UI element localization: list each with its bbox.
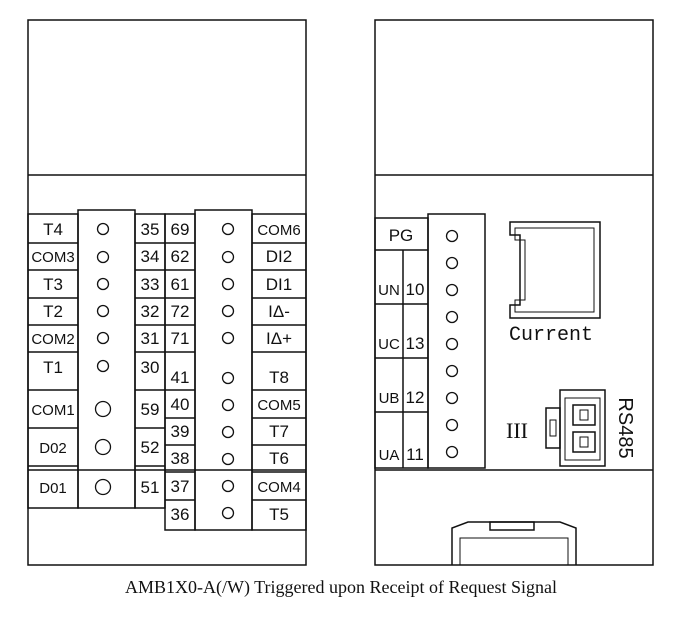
terminal-screw-icon — [94, 478, 112, 496]
right-label: T6 — [269, 449, 289, 468]
terminal-screw-icon — [94, 438, 112, 456]
left-inner-number: 34 — [141, 247, 160, 266]
current-port-icon — [509, 221, 601, 319]
terminal-screw-icon — [221, 250, 235, 264]
right-number: 40 — [171, 395, 190, 414]
left-inner-number: 33 — [141, 275, 160, 294]
left-label: T2 — [43, 302, 63, 321]
right-label: COM5 — [257, 397, 300, 414]
left-label: T1 — [43, 358, 63, 377]
left-inner-number: 59 — [141, 400, 160, 419]
voltage-label: UN — [378, 282, 400, 299]
right-label: T5 — [269, 505, 289, 524]
terminal-screw-icon — [445, 337, 459, 351]
voltage-label: UC — [378, 336, 400, 353]
right-label: T8 — [269, 368, 289, 387]
right-number: 38 — [171, 449, 190, 468]
left-label: COM2 — [31, 331, 74, 348]
terminal-screw-icon — [445, 283, 459, 297]
left-inner-number: 30 — [141, 358, 160, 377]
terminal-screw-icon — [445, 445, 459, 459]
right-number: 37 — [171, 477, 190, 496]
current-label: Current — [509, 324, 593, 347]
terminal-screw-icon — [221, 425, 235, 439]
right-number: 72 — [171, 302, 190, 321]
voltage-number: 10 — [406, 280, 425, 299]
left-screw-strip — [77, 209, 136, 509]
terminal-screw-icon — [96, 359, 110, 373]
terminal-screw-icon — [221, 277, 235, 291]
right-label: COM4 — [257, 479, 300, 496]
terminal-screw-icon — [96, 222, 110, 236]
left-inner-number: 52 — [141, 438, 160, 457]
right-number-frame — [164, 213, 196, 531]
terminal-screw-icon — [221, 331, 235, 345]
terminal-screw-icon — [221, 304, 235, 318]
voltage-label: UB — [379, 390, 400, 407]
terminal-screw-icon — [221, 506, 235, 520]
voltage-screw-strip — [427, 213, 486, 469]
right-number: 41 — [171, 368, 190, 387]
left-label: T3 — [43, 275, 63, 294]
terminal-screw-icon — [94, 400, 112, 418]
right-number: 36 — [171, 505, 190, 524]
right-label: IΔ+ — [266, 329, 292, 348]
terminal-screw-icon — [445, 391, 459, 405]
right-label: DI2 — [266, 247, 292, 266]
right-label: COM6 — [257, 222, 300, 239]
rs485-connector-icon — [545, 389, 606, 467]
voltage-label: UA — [379, 447, 400, 464]
terminal-screw-icon — [96, 277, 110, 291]
terminal-screw-icon — [445, 364, 459, 378]
terminal-screw-icon — [221, 371, 235, 385]
right-number: 39 — [171, 422, 190, 441]
right-number: 62 — [171, 247, 190, 266]
left-inner-number: 32 — [141, 302, 160, 321]
terminal-screw-icon — [96, 304, 110, 318]
terminal-screw-icon — [96, 250, 110, 264]
left-label: COM3 — [31, 249, 74, 266]
bottom-slot-icon — [451, 521, 577, 565]
rs485-label: RS485 — [614, 397, 636, 458]
left-label: D01 — [39, 480, 67, 497]
voltage-number: 12 — [406, 388, 425, 407]
right-number: 71 — [171, 329, 190, 348]
terminal-screw-icon — [445, 229, 459, 243]
left-inner-number: 51 — [141, 478, 160, 497]
terminal-screw-icon — [221, 479, 235, 493]
terminal-screw-icon — [445, 256, 459, 270]
terminal-screw-icon — [221, 452, 235, 466]
right-label: T7 — [269, 422, 289, 441]
right-label: DI1 — [266, 275, 292, 294]
voltage-number: 13 — [406, 334, 425, 353]
right-label: IΔ- — [268, 302, 290, 321]
left-label: D02 — [39, 440, 67, 457]
terminal-screw-icon — [96, 331, 110, 345]
left-label: COM1 — [31, 402, 74, 419]
left-inner-number: 31 — [141, 329, 160, 348]
right-number: 69 — [171, 220, 190, 239]
roman-label: III — [506, 418, 528, 443]
right-terminal-labels-frame — [251, 213, 307, 531]
terminal-screw-icon — [445, 310, 459, 324]
right-number: 61 — [171, 275, 190, 294]
terminal-screw-icon — [221, 222, 235, 236]
left-inner-number: 35 — [141, 220, 160, 239]
left-label: T4 — [43, 220, 63, 239]
terminal-screw-icon — [445, 418, 459, 432]
diagram-caption: AMB1X0-A(/W) Triggered upon Receipt of R… — [125, 577, 557, 598]
terminal-screw-icon — [221, 398, 235, 412]
pg-label: PG — [389, 226, 414, 245]
voltage-number: 11 — [406, 445, 424, 464]
